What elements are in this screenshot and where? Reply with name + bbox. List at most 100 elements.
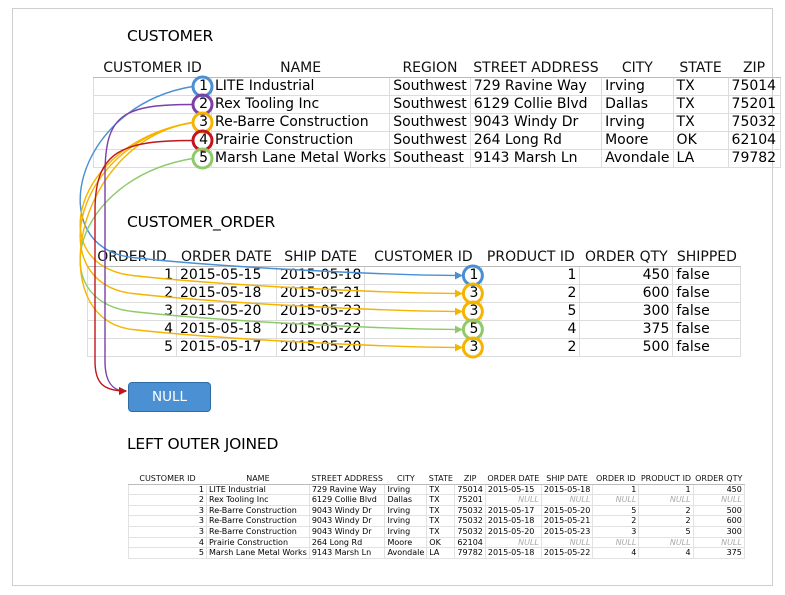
order-customer-id-circle xyxy=(461,300,484,323)
customer-cell: 6129 Collie Blvd xyxy=(469,95,603,114)
customer-id-circle xyxy=(191,147,214,170)
customer-id-circle xyxy=(191,129,214,152)
joined-cell: 5 xyxy=(128,547,207,559)
customer-id-circle xyxy=(191,111,214,134)
joined-col-header: CITY xyxy=(384,474,427,485)
customer-col-header: STREET ADDRESS xyxy=(470,60,602,78)
customer_order-cell: 2015-05-18 xyxy=(176,320,277,339)
customer_order-cell: 2015-05-18 xyxy=(176,284,277,303)
customer-cell: 729 Ravine Way xyxy=(469,77,603,96)
join-arrow xyxy=(79,85,463,280)
customer-cell: TX xyxy=(672,77,729,96)
joined-col-header: ORDER QTY xyxy=(693,474,745,485)
joined-col-header: NAME xyxy=(206,474,310,485)
null-arrow xyxy=(94,139,193,395)
customer_order-cell: 2015-05-20 xyxy=(176,302,277,321)
customer_order-cell: 5 xyxy=(87,338,177,357)
customer-col-header: NAME xyxy=(211,60,390,78)
joined-cell: 79782 xyxy=(454,547,486,559)
joined-cell: LITE Industrial xyxy=(206,483,310,496)
joined-col-header: STREET ADDRESS xyxy=(309,474,385,485)
customer-cell: Southwest xyxy=(389,77,471,96)
customer-id-circle xyxy=(191,75,214,98)
order-customer-id-circle xyxy=(461,282,484,305)
joined-col-header: ORDER ID xyxy=(592,474,639,485)
joined-cell: 75201 xyxy=(454,494,486,506)
joined-col-header: ORDER DATE xyxy=(485,474,542,485)
customer_order-cell: 2015-05-21 xyxy=(275,284,366,303)
customer-cell: 79782 xyxy=(727,149,781,168)
customer-col-header: CUSTOMER ID xyxy=(93,60,212,78)
joined-cell: 2 xyxy=(128,494,207,506)
customer-col-header: CITY xyxy=(601,60,674,78)
joined-cell: 75014 xyxy=(454,483,486,496)
order-customer-id-circle xyxy=(461,336,484,359)
joined-cell: 1 xyxy=(128,483,207,496)
customer-cell: 264 Long Rd xyxy=(469,131,603,150)
customer-cell: TX xyxy=(672,113,729,132)
joined-cell: 375 xyxy=(692,547,745,559)
joined-cell: 2015-05-15 xyxy=(484,483,542,496)
joined-cell: NULL xyxy=(692,494,745,506)
customer-order-title: CUSTOMER_ORDER xyxy=(127,213,276,231)
customer_order-col-header: PRODUCT ID xyxy=(481,249,580,267)
left-outer-joined-title: LEFT OUTER JOINED xyxy=(127,435,279,453)
order-customer-id-circle xyxy=(461,264,484,287)
joined-col-header: ZIP xyxy=(454,474,486,485)
customer-cell: 62104 xyxy=(727,131,781,150)
join-arrow xyxy=(79,157,463,334)
customer_order-cell: false xyxy=(672,338,742,357)
null-box: NULL xyxy=(128,382,211,412)
customer_order-cell: 2015-05-20 xyxy=(275,338,366,357)
joined-col-header: STATE xyxy=(426,474,455,485)
customer_order-cell: false xyxy=(672,284,742,303)
joined-col-header: PRODUCT ID xyxy=(638,474,694,485)
customer_order-cell: 2015-05-23 xyxy=(275,302,366,321)
customer-col-header: REGION xyxy=(389,60,471,78)
customer-cell: 75032 xyxy=(727,113,781,132)
order-customer-id-circle xyxy=(461,318,484,341)
customer-cell: LA xyxy=(672,149,729,168)
customer-id-circle xyxy=(191,93,214,116)
joined-cell: NULL xyxy=(484,494,542,506)
customer-cell: Marsh Lane Metal Works xyxy=(210,149,391,168)
customer-title: CUSTOMER xyxy=(127,27,214,45)
customer_order-cell: 600 xyxy=(579,284,674,303)
customer-cell: OK xyxy=(672,131,729,150)
join-arrow xyxy=(79,121,463,298)
customer-cell: Southeast xyxy=(389,149,471,168)
joined-cell: Marsh Lane Metal Works xyxy=(206,547,310,559)
customer-col-header: ZIP xyxy=(728,60,781,78)
joined-col-header: CUSTOMER ID xyxy=(128,474,207,485)
join-arrow xyxy=(79,121,463,316)
customer-cell: Southwest xyxy=(389,95,471,114)
customer-cell: 9043 Windy Dr xyxy=(469,113,603,132)
join-arrow xyxy=(79,121,463,352)
null-arrow xyxy=(104,103,193,395)
diagram-frame xyxy=(12,8,773,586)
joined-col-header: SHIP DATE xyxy=(541,474,593,485)
customer_order-cell: 500 xyxy=(579,338,674,357)
joined-cell: 450 xyxy=(692,483,745,496)
customer-cell: Avondale xyxy=(601,149,674,168)
joined-cell: Rex Tooling Inc xyxy=(206,494,310,506)
joined-cell: 2015-05-18 xyxy=(484,547,542,559)
customer-cell: 9143 Marsh Ln xyxy=(469,149,603,168)
